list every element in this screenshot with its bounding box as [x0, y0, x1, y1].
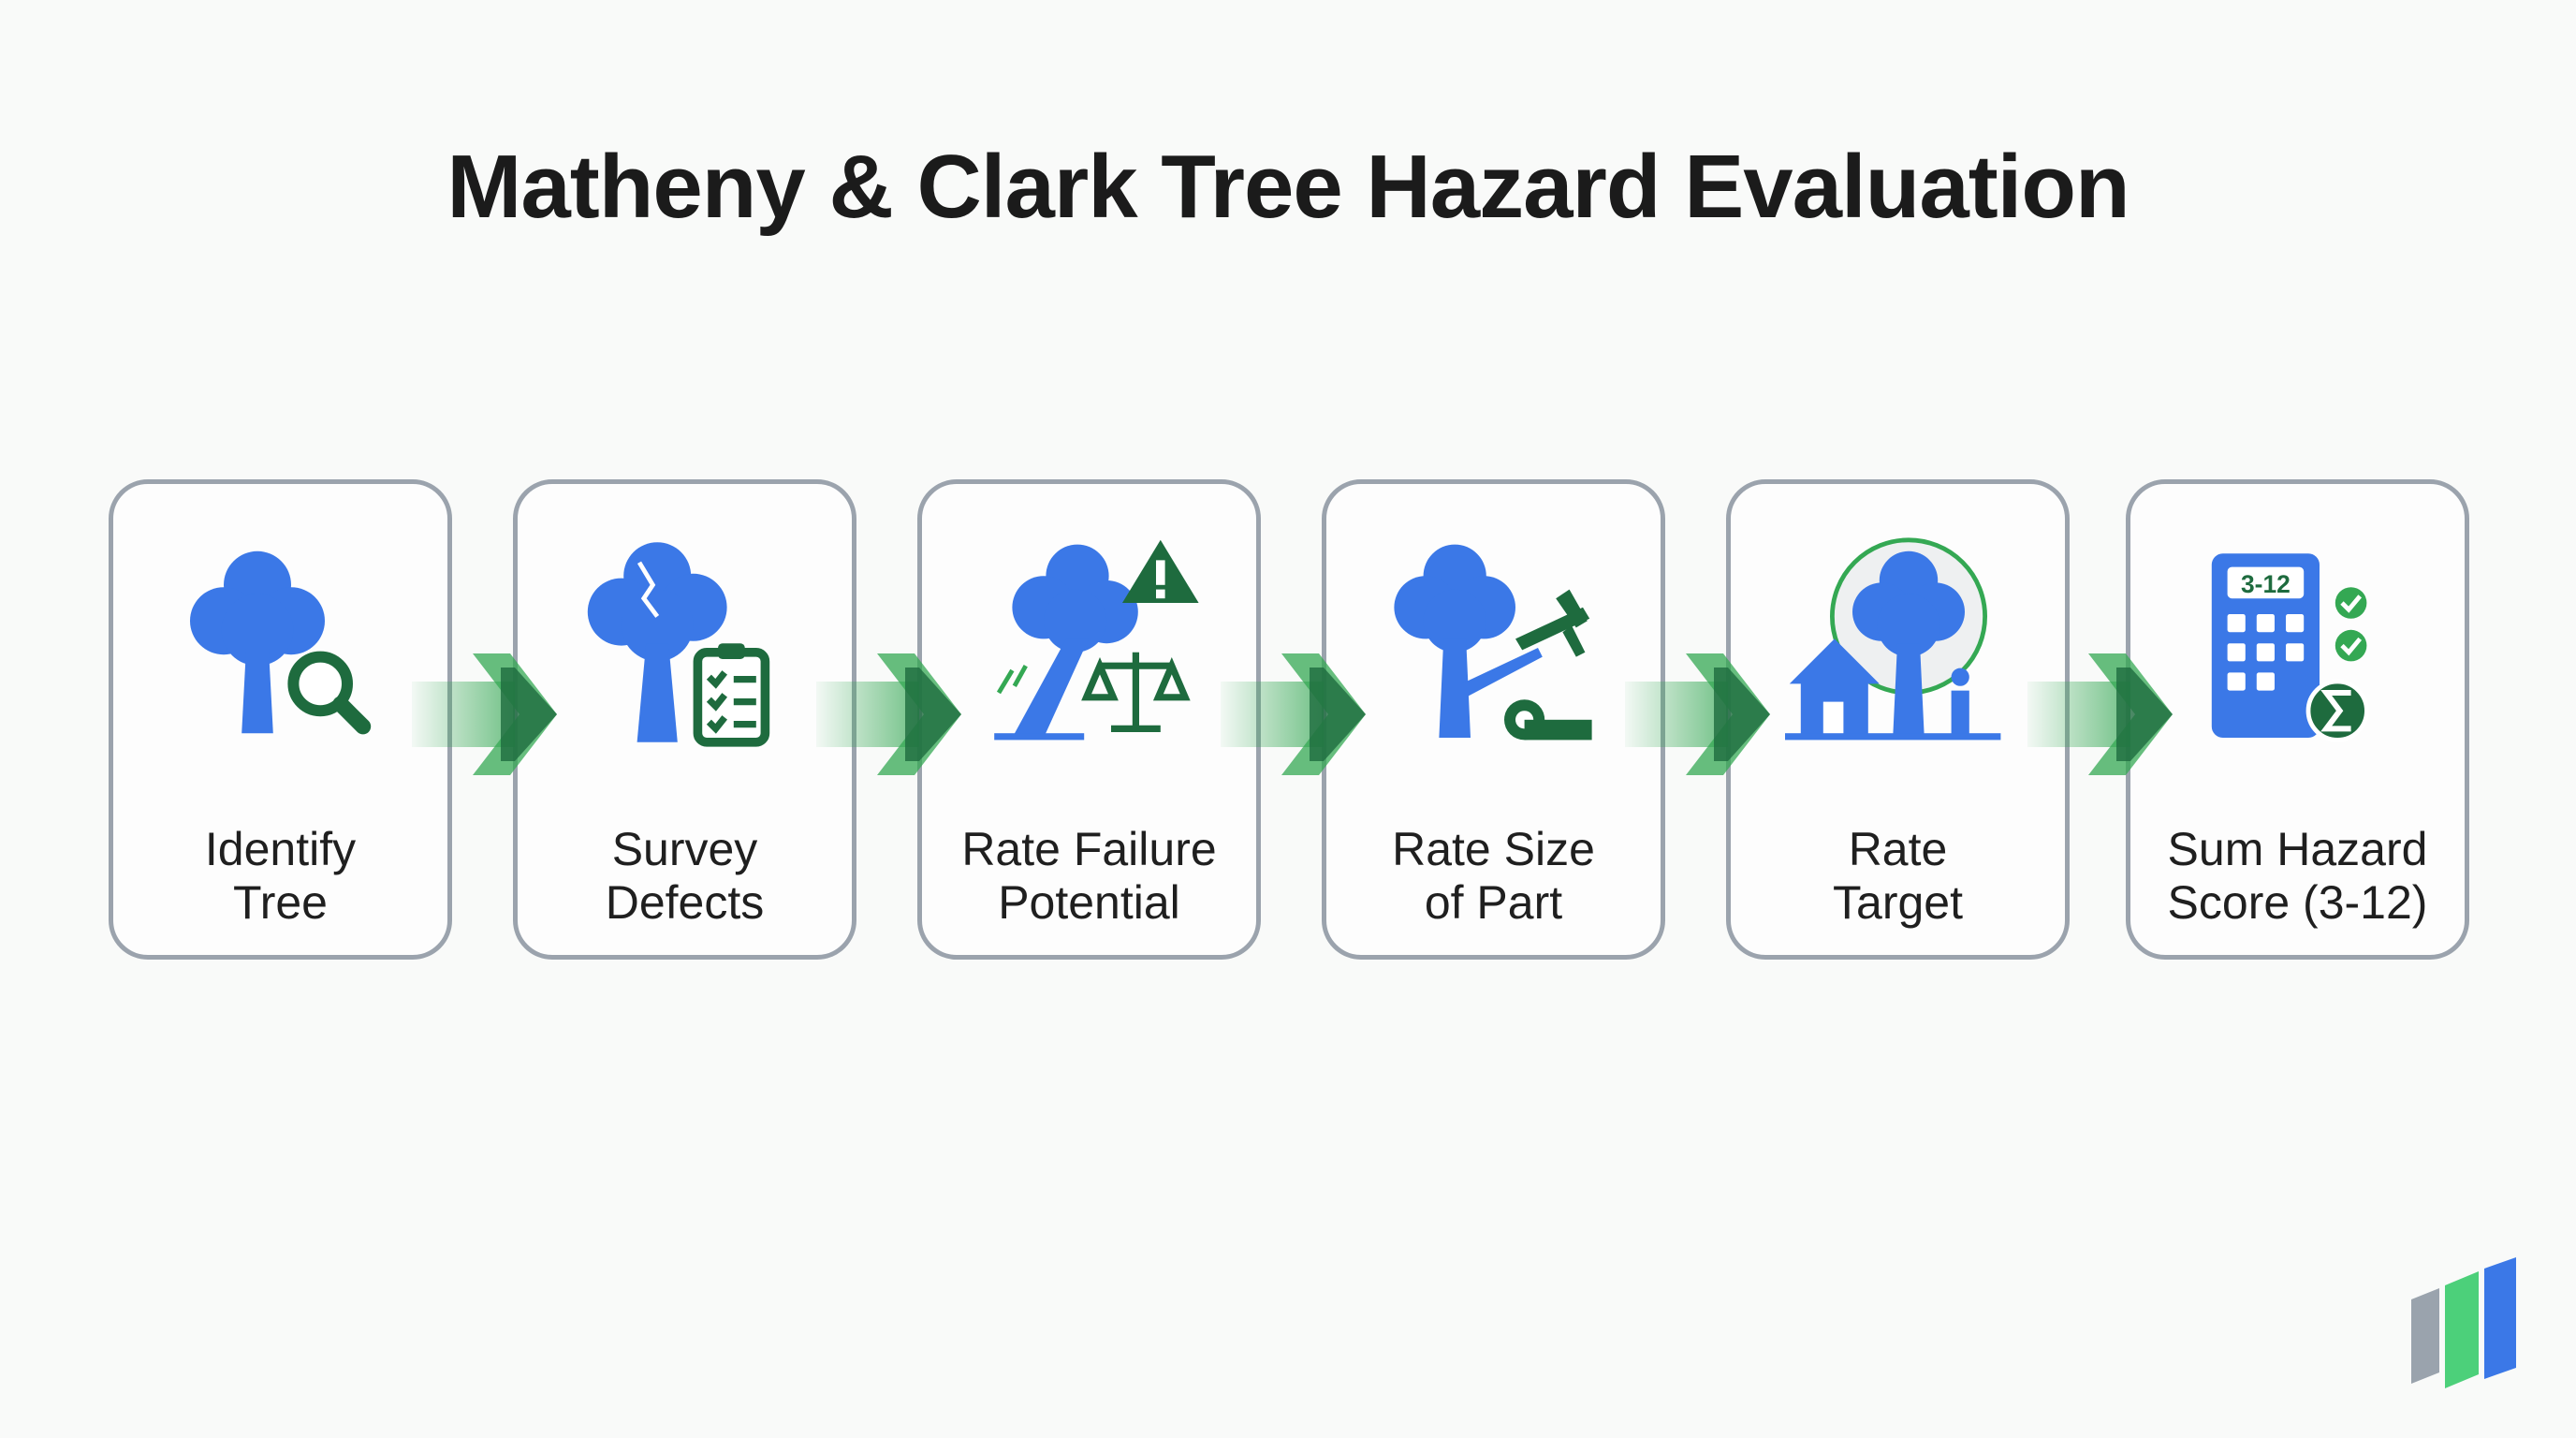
calculator-display: 3-12	[2241, 570, 2291, 598]
arrow-right-icon	[1221, 653, 1366, 775]
leaning-tree-warning-scale-icon	[994, 539, 1199, 741]
arrow-right-icon	[412, 653, 557, 775]
tree-caliper-tape-icon	[1394, 544, 1592, 741]
cracked-tree-checklist-icon	[587, 542, 770, 747]
calculator-sum-icon: 3-12	[2211, 553, 2369, 742]
arrow-right-icon	[2027, 653, 2173, 775]
arrow-right-icon	[1625, 653, 1770, 775]
tree-magnifier-icon	[190, 550, 372, 735]
page-title: Matheny & Clark Tree Hazard Evaluation	[446, 137, 2130, 237]
tree-house-person-icon	[1785, 537, 2001, 741]
brand-logo-icon	[2411, 1257, 2516, 1388]
arrow-right-icon	[816, 653, 961, 775]
